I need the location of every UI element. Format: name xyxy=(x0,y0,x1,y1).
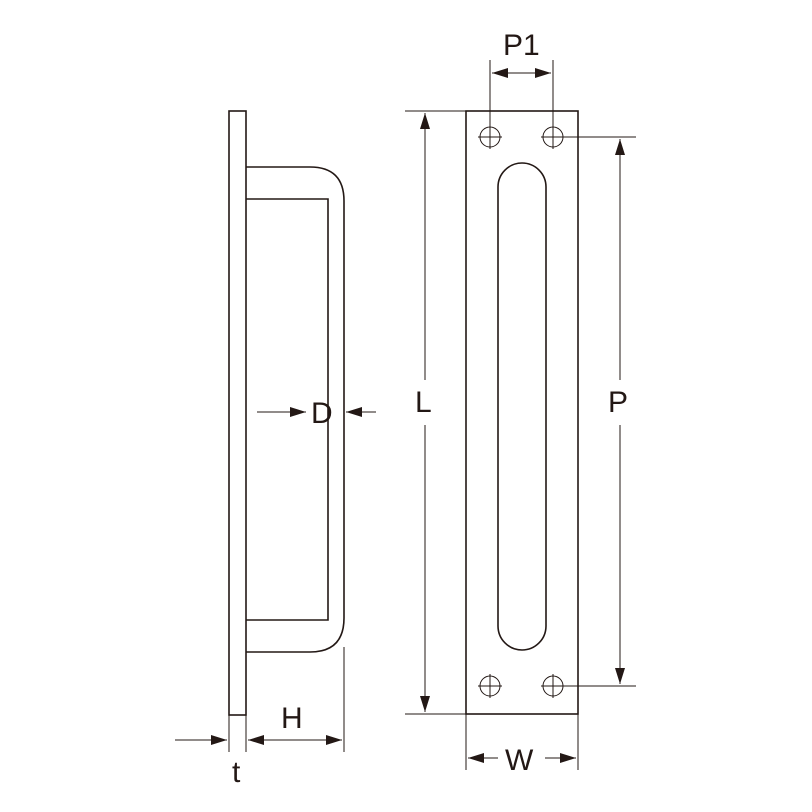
t-label: t xyxy=(232,756,241,789)
dimension-p1: P1 xyxy=(489,29,554,126)
dimension-w: W xyxy=(465,714,579,777)
side-view-handle-outer xyxy=(246,166,345,653)
side-view-base-plate xyxy=(228,110,247,716)
w-label: W xyxy=(505,744,534,777)
mounting-hole-bottom-left xyxy=(478,674,502,698)
p-label: P xyxy=(608,386,628,419)
h-label: H xyxy=(281,702,303,735)
side-view xyxy=(228,110,345,716)
front-view xyxy=(465,110,579,715)
dimension-p: P xyxy=(556,136,636,687)
dimension-l: L xyxy=(405,110,466,715)
p1-label: P1 xyxy=(503,29,540,62)
front-view-slot xyxy=(497,162,547,651)
d-label: D xyxy=(311,397,333,430)
dimension-d: D xyxy=(257,397,376,430)
mounting-hole-top-left xyxy=(478,125,502,149)
side-view-handle-inner xyxy=(246,198,329,621)
l-label: L xyxy=(415,386,432,419)
front-view-base-plate xyxy=(465,110,579,715)
dimension-t-h: H t xyxy=(175,647,345,789)
